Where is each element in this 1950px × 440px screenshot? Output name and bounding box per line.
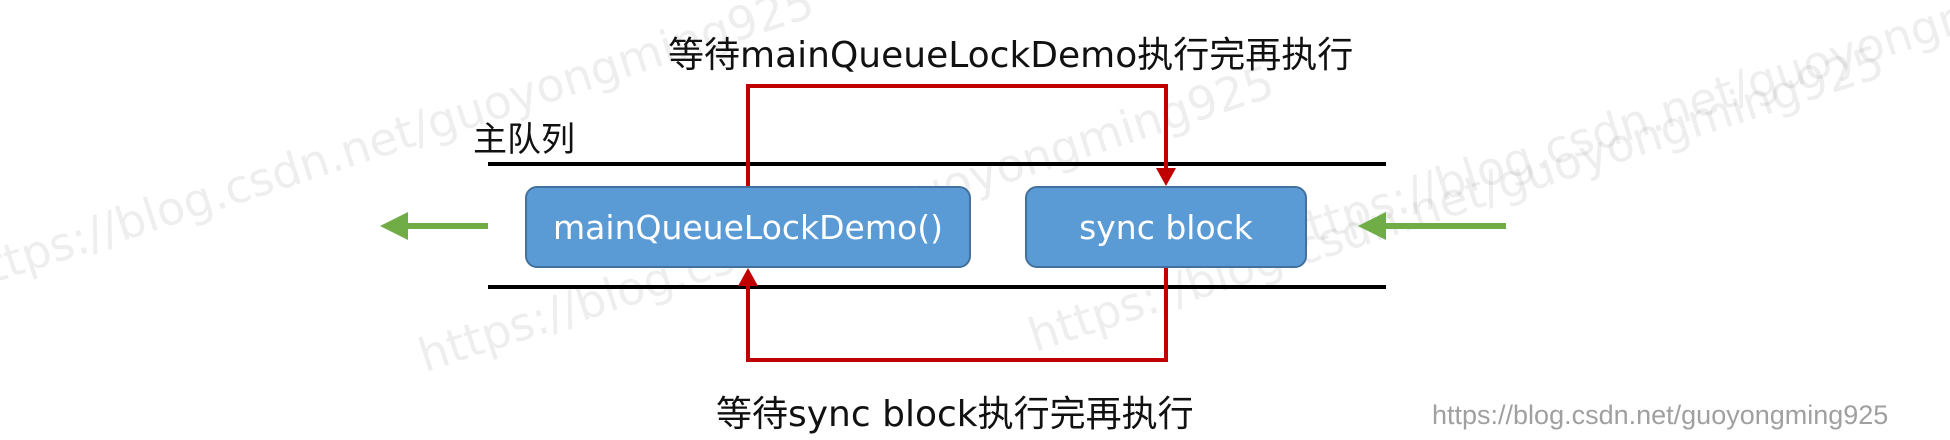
queue-label: 主队列 bbox=[473, 120, 575, 160]
source-credit: https://blog.csdn.net/guoyongming925 bbox=[1432, 400, 1889, 430]
main-queue-lock-demo-box: mainQueueLockDemo() bbox=[525, 186, 971, 268]
flow-arrow-right-head bbox=[1358, 212, 1386, 240]
bottom-wait-label: 等待sync block执行完再执行 bbox=[716, 394, 1194, 435]
queue-bottom-line bbox=[488, 285, 1386, 289]
sync-block-box: sync block bbox=[1025, 186, 1307, 268]
top-wait-label: 等待mainQueueLockDemo执行完再执行 bbox=[668, 35, 1354, 76]
queue-top-line bbox=[488, 162, 1386, 166]
wait-arrow-top bbox=[746, 84, 1171, 186]
wait-arrow-top-head bbox=[1156, 168, 1176, 186]
wait-arrow-bottom bbox=[746, 268, 1168, 362]
flow-arrow-left-head bbox=[380, 212, 408, 240]
wait-arrow-bottom-head bbox=[738, 268, 758, 286]
